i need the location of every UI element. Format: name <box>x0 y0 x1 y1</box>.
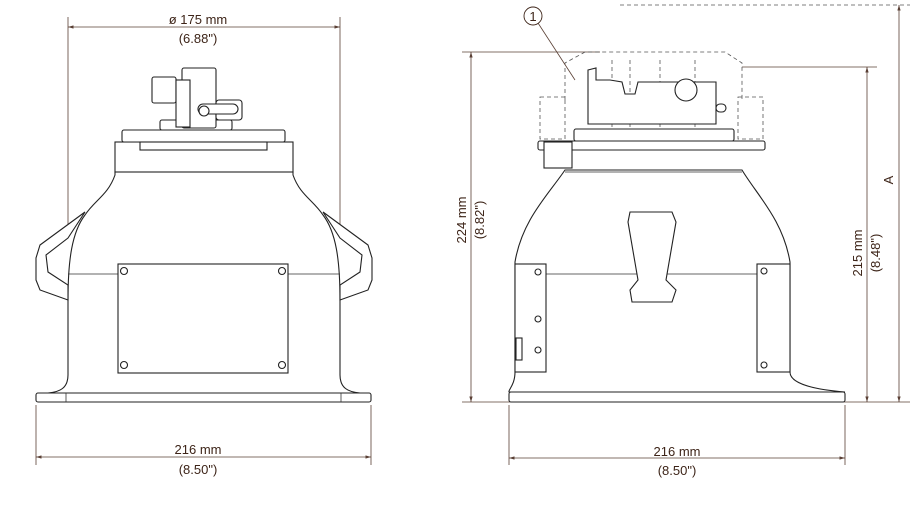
callout-number: 1 <box>529 9 536 24</box>
side-width-mm-label: 216 mm <box>654 444 701 459</box>
front-width-dimension: 216 mm (8.50") <box>35 405 372 477</box>
a-dimension: A <box>881 5 901 402</box>
diameter-dimension: ø 175 mm (6.88") <box>67 12 341 230</box>
mount-plate <box>121 129 286 143</box>
label-plate <box>117 263 289 374</box>
side-connector <box>587 67 717 125</box>
side-base-flange <box>508 391 846 403</box>
front-width-mm-label: 216 mm <box>175 442 222 457</box>
a-label: A <box>881 175 896 184</box>
base-flange <box>35 392 372 403</box>
body-height-dimension: 215 mm (8.48") <box>850 67 883 402</box>
front-width-in-label: (8.50") <box>179 462 218 477</box>
body-height-in-label: (8.48") <box>868 234 883 273</box>
height-mm-label: 224 mm <box>454 197 469 244</box>
side-view: 1 224 mm (8.82") 215 mm (8.48") A 216 mm… <box>454 4 910 478</box>
diameter-in-label: (6.88") <box>179 31 218 46</box>
left-handle <box>35 211 86 301</box>
side-handle <box>627 211 677 303</box>
diameter-mm-label: ø 175 mm <box>169 12 228 27</box>
connector-assembly <box>151 67 243 129</box>
right-bracket <box>756 263 791 373</box>
side-housing-body <box>508 169 846 393</box>
callout-1: 1 <box>523 6 576 81</box>
height-in-label: (8.82") <box>472 201 487 240</box>
height-dimension: 224 mm (8.82") <box>454 52 487 402</box>
side-width-in-label: (8.50") <box>658 463 697 478</box>
front-view: ø 175 mm (6.88") <box>35 12 373 477</box>
body-height-mm-label: 215 mm <box>850 230 865 277</box>
side-width-dimension: 216 mm (8.50") <box>508 405 846 478</box>
connector-port-icon <box>674 78 698 102</box>
right-handle <box>322 211 373 301</box>
